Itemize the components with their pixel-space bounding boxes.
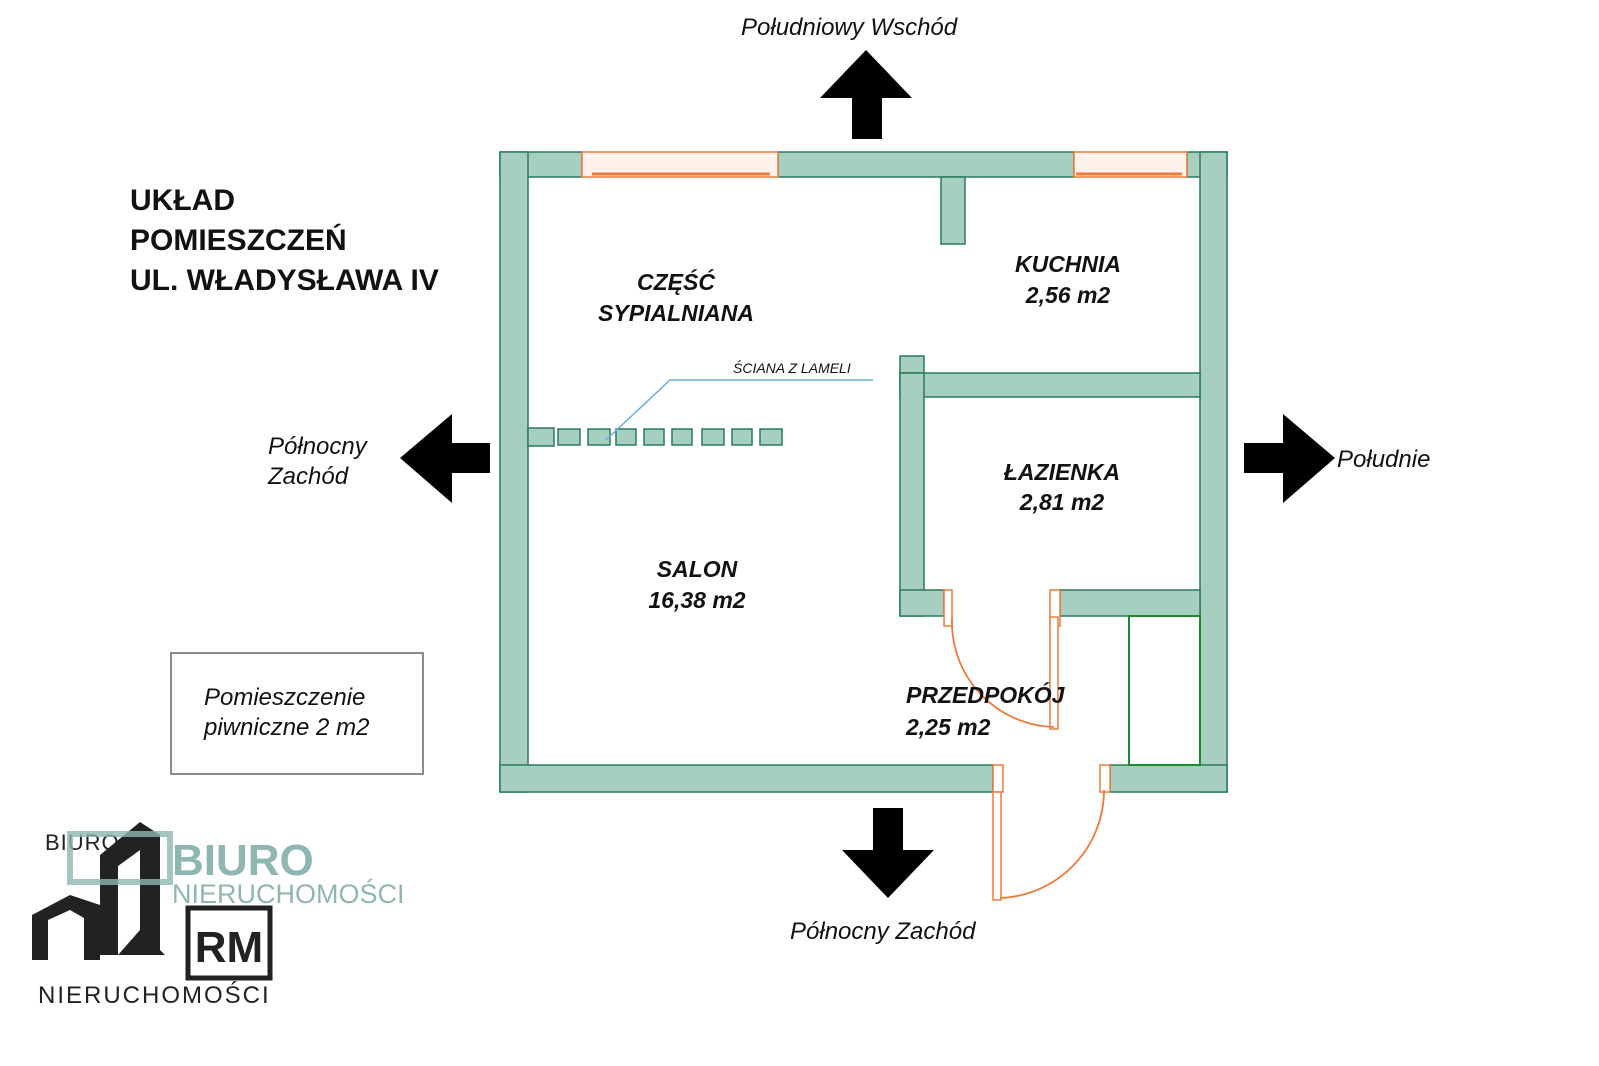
bathroom-name: ŁAZIENKA [1003,459,1120,485]
logo-watermark-frame [67,831,173,885]
wall-right [1199,151,1228,793]
lamel-wall: ŚCIANA Z LAMELI [557,359,873,446]
direction-right: Południe [1337,446,1430,473]
wall-kitchen-bath [899,372,1201,398]
cellar-box: Pomieszczenie piwniczne 2 m2 [170,652,424,775]
logo-tower-icon [100,822,160,955]
logo-monogram: RM [195,923,263,972]
doors [943,589,1111,901]
plan-title: UKŁAD POMIESZCZEŃ UL. WŁADYSŁAWA IV [130,184,439,297]
hall-name: PRZEDPOKÓJ [906,681,1066,708]
lamel-6 [701,428,725,446]
arrow-down-icon [842,808,934,898]
logo-brand-sub: NIERUCHOMOŚCI [172,877,405,909]
direction-left-2: Zachód [267,463,349,490]
door-entry-swing [999,789,1105,899]
lamel-3 [615,428,637,446]
lamel-5 [671,428,693,446]
direction-left-1: Północny [268,433,369,460]
direction-bottom: Północny Zachód [790,918,976,945]
windows [581,151,1188,178]
lamel-leader-line [605,379,873,441]
wall-bath-bottom-left [899,589,945,617]
lamel-8 [759,428,783,446]
lamel-label: ŚCIANA Z LAMELI [733,359,851,376]
wardrobe [1128,615,1201,766]
door-entry-frame-left [992,764,1004,793]
kitchen-area: 2,56 m2 [1025,282,1111,308]
door-bath-leaf [1049,616,1059,730]
wall-bottom-right [1109,764,1228,793]
title-line-1: UKŁAD [130,184,235,217]
logo-monogram-box [185,905,273,981]
arrow-left-icon [400,414,490,503]
wall-bath-left [899,372,925,617]
bedroom-name-2: SYPIALNIANA [598,300,754,326]
logo-bottom: NIERUCHOMOŚCI [38,981,271,1009]
lamel-1 [557,428,581,446]
wall-top-middle [777,151,1075,178]
door-bath-swing [951,617,1055,728]
arrow-right-icon [1244,414,1335,503]
lamel-4 [643,428,665,446]
cellar-line-2: piwniczne 2 m2 [203,714,369,741]
wall-bath-bottom-right [1059,589,1201,617]
cellar-frame [170,652,424,775]
salon-name: SALON [657,556,738,582]
hall-area: 2,25 m2 [905,714,991,740]
room-labels: CZĘŚĆ SYPIALNIANA KUCHNIA 2,56 m2 ŁAZIEN… [598,251,1121,740]
lamel-2 [587,428,611,446]
logo-house-icon [32,895,100,960]
wall-lamel-stub [527,427,555,447]
direction-arrows [400,50,1335,898]
kitchen-name: KUCHNIA [1015,251,1121,277]
wall-bottom-left [499,764,994,793]
direction-labels: Południowy Wschód Północny Zachód Połudn… [267,14,1430,945]
logo-roof-icon [118,930,165,955]
logo-brand: BIURO [172,836,314,885]
walls [499,151,1228,793]
door-bath-frame-left [943,589,953,627]
title-line-2: POMIESZCZEŃ [130,223,347,257]
lamel-7 [731,428,753,446]
door-entry-frame-right [1099,764,1111,793]
direction-top: Południowy Wschód [741,14,958,41]
arrow-up-icon [820,50,912,139]
door-entry-leaf [992,791,1002,901]
salon-area: 16,38 m2 [648,587,745,613]
cellar-line-1: Pomieszczenie [204,684,365,711]
wall-kitchen-stub [940,176,966,245]
bathroom-area: 2,81 m2 [1019,489,1105,515]
title-line-3: UL. WŁADYSŁAWA IV [130,264,439,297]
bedroom-name-1: CZĘŚĆ [637,268,715,295]
wall-left [499,151,529,793]
agency-logo: BIURO BIURO NIERUCHOMOŚCI RM NIERUCHOMOŚ… [32,822,405,1009]
